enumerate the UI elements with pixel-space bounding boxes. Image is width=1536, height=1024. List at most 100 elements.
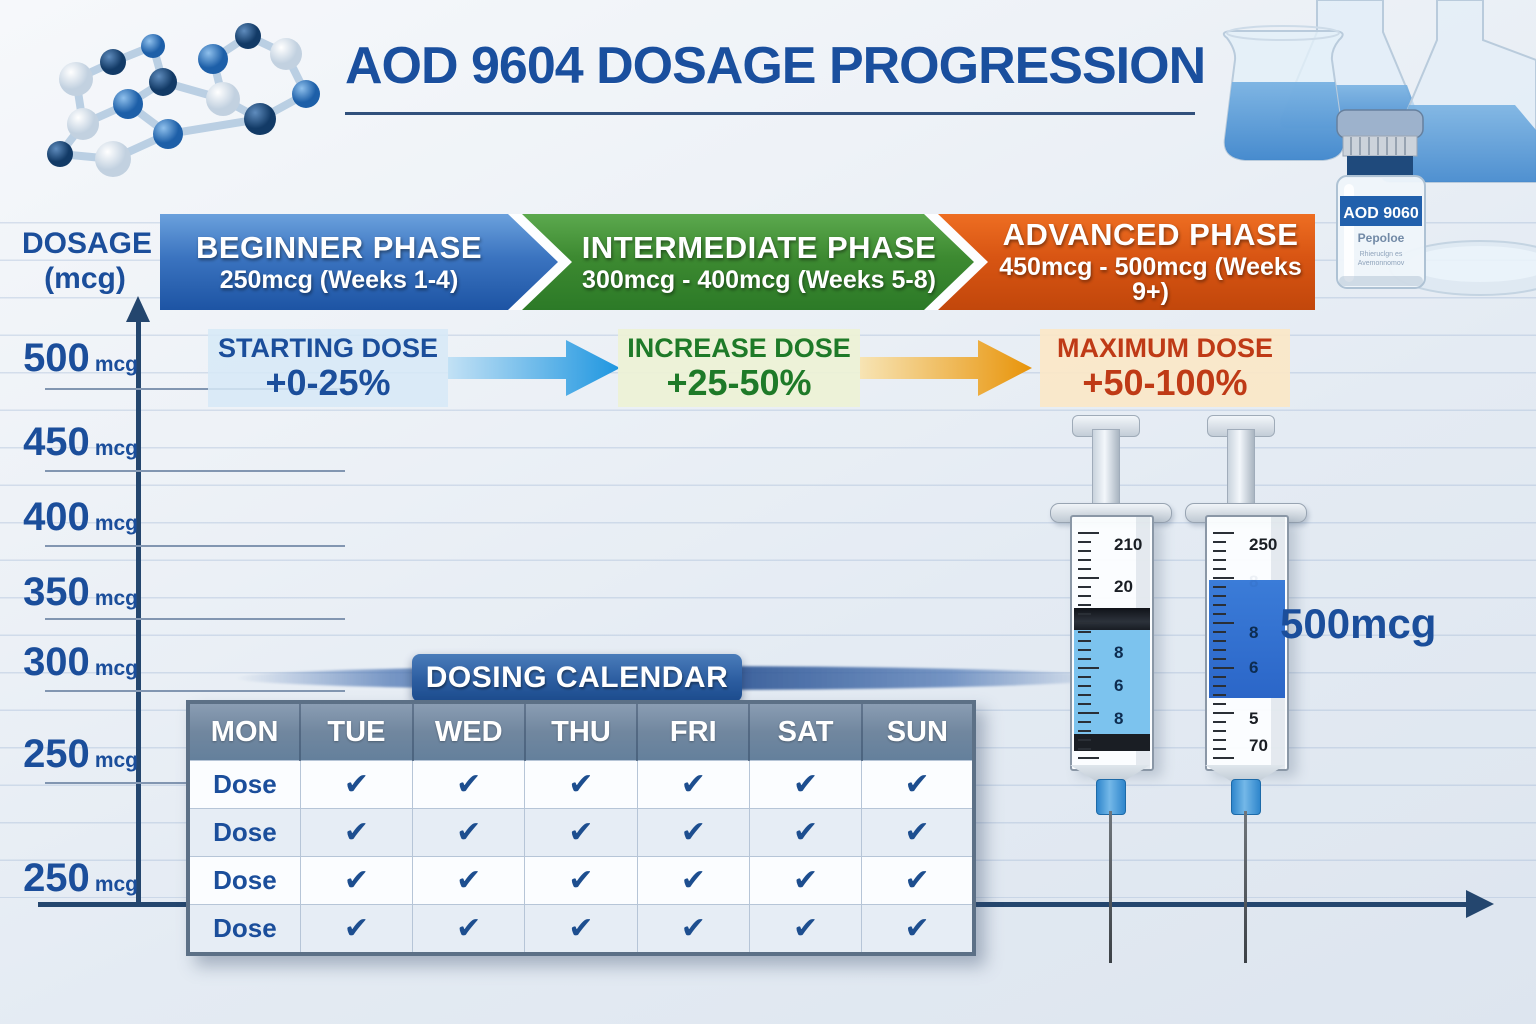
check-icon: ✔	[636, 904, 750, 955]
arrow-right-icon	[448, 340, 620, 396]
syringe-needle	[1109, 811, 1112, 963]
syringe-scale-label: 8	[1249, 572, 1259, 592]
tick-unit: mcg	[94, 587, 138, 610]
tick-unit: mcg	[94, 512, 138, 535]
dose-row-label: Dose	[187, 904, 301, 955]
syringe-scale-label: 6	[1249, 658, 1259, 678]
tick-unit: mcg	[94, 353, 138, 376]
table-header-row: MON TUE WED THU FRI SAT SUN	[188, 702, 976, 761]
check-icon: ✔	[299, 808, 414, 857]
syringe-plunger-rod	[1092, 429, 1120, 515]
axis-tick-450: 450 mcg	[20, 420, 138, 465]
max-dose-annotation: 500mcg	[1280, 600, 1437, 647]
title-underline	[345, 112, 1195, 115]
axis-tick-400: 400 mcg	[20, 495, 138, 540]
syringe-scale-label: 6	[1114, 675, 1124, 695]
dosing-table: MON TUE WED THU FRI SAT SUN Dose ✔ ✔ ✔ ✔…	[186, 700, 976, 956]
step-value: +25-50%	[666, 362, 812, 403]
tick-value: 300	[23, 640, 90, 684]
vial-graphic: AOD 9060 Pepoloe Rhieruclgn es Avemonnom…	[1336, 109, 1426, 289]
step-value: +0-25%	[265, 362, 391, 403]
starting-dose-box: STARTING DOSE +0-25%	[208, 329, 448, 407]
tick-value: 350	[23, 570, 90, 614]
tick-value: 400	[23, 495, 90, 539]
tick-unit: mcg	[94, 873, 138, 896]
phase-name: INTERMEDIATE PHASE	[581, 229, 937, 265]
check-icon: ✔	[524, 904, 638, 955]
syringe-scale-label: 8	[1114, 643, 1124, 662]
axis-title-line2: (mcg)	[44, 262, 126, 295]
phase-beginner-banner: BEGINNER PHASE 250mcg (Weeks 1-4)	[160, 214, 563, 310]
axis-tick-line	[45, 545, 345, 547]
phase-intermediate-banner: INTERMEDIATE PHASE 300mcg - 400mcg (Week…	[522, 214, 1000, 310]
step-label: INCREASE DOSE	[627, 333, 851, 363]
syringe-scale-label: 5	[1249, 708, 1259, 728]
check-icon: ✔	[524, 808, 638, 857]
tick-unit: mcg	[94, 437, 138, 460]
vial-subtitle: Pepoloe	[1358, 231, 1405, 245]
tick-value: 450	[23, 420, 90, 464]
syringe-scale-ticks	[1078, 532, 1099, 759]
check-icon: ✔	[299, 904, 414, 955]
check-icon: ✔	[412, 904, 526, 955]
dose-row-label: Dose	[187, 760, 301, 809]
day-header-mon: MON	[188, 702, 302, 761]
axis-tick-250-bottom: 250 mcg	[20, 856, 138, 901]
phase-range: 250mcg (Weeks 1-4)	[219, 265, 459, 294]
day-header-thu: THU	[524, 702, 639, 761]
x-axis-arrowhead	[1466, 890, 1494, 918]
tick-value: 250	[23, 732, 90, 776]
syringe-scale-label: 8	[1114, 708, 1124, 728]
table-row: Dose ✔ ✔ ✔ ✔ ✔ ✔	[187, 760, 975, 809]
vial-label-band	[1340, 196, 1422, 226]
syringe-scale-ticks	[1213, 532, 1234, 759]
step-label: STARTING DOSE	[217, 333, 438, 363]
tick-unit: mcg	[94, 749, 138, 772]
lab-glassware-graphic: AOD 9060 Pepoloe Rhieruclgn es Avemonnom…	[1222, 0, 1536, 296]
syringe-barrel: 250 8 8 6 5 70	[1205, 515, 1289, 771]
check-icon: ✔	[524, 856, 638, 905]
axis-tick-line	[45, 388, 345, 390]
syringe-taper	[1070, 765, 1150, 781]
dose-row-label: Dose	[187, 808, 301, 857]
check-icon: ✔	[861, 856, 975, 905]
day-header-fri: FRI	[637, 702, 751, 761]
molecule-graphic	[47, 23, 320, 177]
day-header-wed: WED	[412, 702, 526, 761]
axis-tick-500: 500 mcg	[20, 336, 138, 381]
check-icon: ✔	[412, 856, 526, 905]
table-row: Dose ✔ ✔ ✔ ✔ ✔ ✔	[187, 904, 975, 955]
syringe-scale-label: 8	[1249, 622, 1259, 642]
vial-small-text: Avemonnomov	[1358, 260, 1405, 267]
syringe-plunger-rod	[1227, 429, 1255, 515]
vial-name: AOD 9060	[1343, 205, 1419, 222]
axis-tick-line	[45, 618, 345, 620]
check-icon: ✔	[412, 760, 526, 809]
check-icon: ✔	[299, 856, 414, 905]
tick-value: 500	[23, 336, 90, 380]
check-icon: ✔	[636, 760, 750, 809]
vial-small-text: Rhieruclgn es	[1360, 251, 1403, 258]
syringe-right: 250 8 8 6 5 70	[1175, 415, 1315, 965]
axis-tick-line	[45, 470, 345, 472]
phase-name: ADVANCED PHASE	[1002, 217, 1299, 252]
phase-range: 450mcg - 500mcg (Weeks 9+)	[999, 253, 1302, 306]
step-value: +50-100%	[1082, 362, 1248, 403]
syringe-needle-hub	[1231, 779, 1261, 815]
check-icon: ✔	[524, 760, 638, 809]
syringe-needle	[1244, 811, 1247, 963]
phase-advanced-banner: ADVANCED PHASE 450mcg - 500mcg (Weeks 9+…	[938, 214, 1315, 310]
check-icon: ✔	[861, 904, 975, 955]
syringe-needle-hub	[1096, 779, 1126, 815]
syringe-left: 210 20 8 6 8	[1040, 415, 1180, 965]
step-label: MAXIMUM DOSE	[1057, 333, 1273, 363]
tick-value: 250	[23, 856, 90, 900]
syringe-scale-label: 210	[1114, 534, 1143, 554]
syringe-scale-label: 20	[1114, 577, 1133, 597]
dosing-calendar-title: DOSING CALENDAR	[412, 654, 742, 702]
phase-name: BEGINNER PHASE	[195, 229, 483, 265]
syringe-scale-label: 250	[1249, 534, 1278, 554]
increase-dose-box: INCREASE DOSE +25-50%	[618, 329, 860, 407]
dose-row-label: Dose	[187, 856, 301, 905]
